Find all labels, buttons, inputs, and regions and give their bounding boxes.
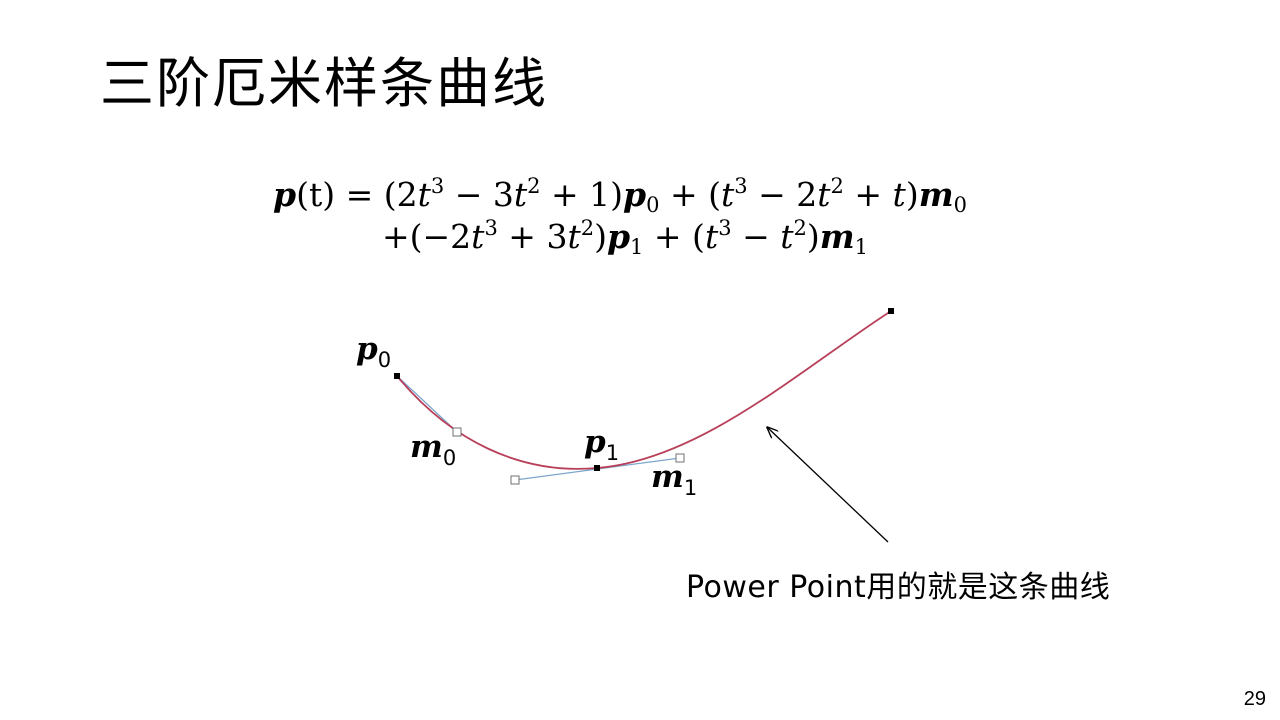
- label-m0-main: m: [410, 429, 443, 465]
- formula-text: − 3: [444, 175, 514, 214]
- hermite-curve: [396, 310, 892, 470]
- formula-exponent: 3: [718, 216, 732, 240]
- control-handle-left[interactable]: [510, 475, 520, 485]
- formula-text: + (: [643, 217, 705, 256]
- formula-text: ): [594, 217, 607, 256]
- formula-subscript: 1: [630, 235, 644, 259]
- formula-symbol: t: [471, 217, 485, 256]
- formula-symbol: t: [704, 217, 719, 256]
- formula-subscript: 0: [953, 193, 967, 217]
- formula-symbol: m: [819, 217, 855, 256]
- formula-text: ): [806, 217, 820, 256]
- formula-text: +(−2: [382, 217, 472, 256]
- formula-symbol: p: [273, 175, 297, 214]
- label-p1: p1: [584, 427, 619, 464]
- formula-exponent: 3: [430, 174, 445, 198]
- label-p0-sub: 0: [377, 348, 392, 372]
- label-p0-main: p: [356, 331, 378, 367]
- formula-text: + 3: [497, 217, 568, 256]
- formula-symbol: p: [623, 175, 647, 214]
- formula-text: −: [731, 217, 781, 256]
- formula-text: (t) = (2: [296, 175, 418, 214]
- annotation-text: Power Point用的就是这条曲线: [686, 570, 1111, 605]
- label-m0-sub: 0: [442, 446, 457, 470]
- anchor-point-end[interactable]: [888, 308, 894, 314]
- formula-symbol: t: [720, 175, 735, 214]
- anchor-point-p1[interactable]: [594, 465, 600, 471]
- formula-exponent: 2: [793, 216, 807, 240]
- formula-subscript: 0: [646, 193, 660, 217]
- label-m1: m1: [651, 462, 697, 499]
- formula-symbol: t: [892, 175, 906, 214]
- label-p0: p0: [356, 334, 391, 371]
- label-p1-sub: 1: [605, 441, 620, 465]
- formula-symbol: t: [780, 217, 794, 256]
- formula-subscript: 1: [854, 235, 869, 259]
- formula-text: +: [843, 175, 893, 214]
- control-handle-m1[interactable]: [675, 453, 685, 463]
- formula-symbol: t: [513, 175, 528, 214]
- label-m0: m0: [410, 432, 456, 469]
- formula-symbol: t: [817, 175, 831, 214]
- formula-text: ): [905, 175, 919, 214]
- formula-text: + (: [659, 175, 721, 214]
- slide-title: 三阶厄米样条曲线: [100, 52, 548, 115]
- formula-symbol: t: [417, 175, 431, 214]
- formula-exponent: 2: [830, 174, 844, 198]
- control-handle-m0[interactable]: [452, 427, 462, 437]
- label-m1-sub: 1: [683, 476, 698, 500]
- formula-text: − 2: [747, 175, 818, 214]
- tangent-line-m0: [396, 375, 458, 433]
- formula-text: + 1): [540, 175, 624, 214]
- formula-exponent: 2: [580, 216, 595, 240]
- formula-symbol: p: [606, 217, 631, 256]
- anchor-point-p0[interactable]: [394, 373, 400, 379]
- label-p1-main: p: [584, 424, 606, 460]
- label-m1-main: m: [651, 459, 684, 495]
- formula-exponent: 3: [484, 216, 498, 240]
- annotation-arrow: [768, 428, 889, 543]
- formula-line-2: +(−2t3 + 3t2)p1 + (t3 − t2)m1: [382, 217, 868, 258]
- formula-exponent: 3: [734, 174, 748, 198]
- formula-line-1: p(t) = (2t3 − 3t2 + 1)p0 + (t3 − 2t2 + t…: [273, 175, 967, 216]
- formula-symbol: m: [918, 175, 954, 214]
- formula-symbol: t: [567, 217, 581, 256]
- page-number: 29: [1243, 688, 1266, 710]
- formula-exponent: 2: [527, 174, 541, 198]
